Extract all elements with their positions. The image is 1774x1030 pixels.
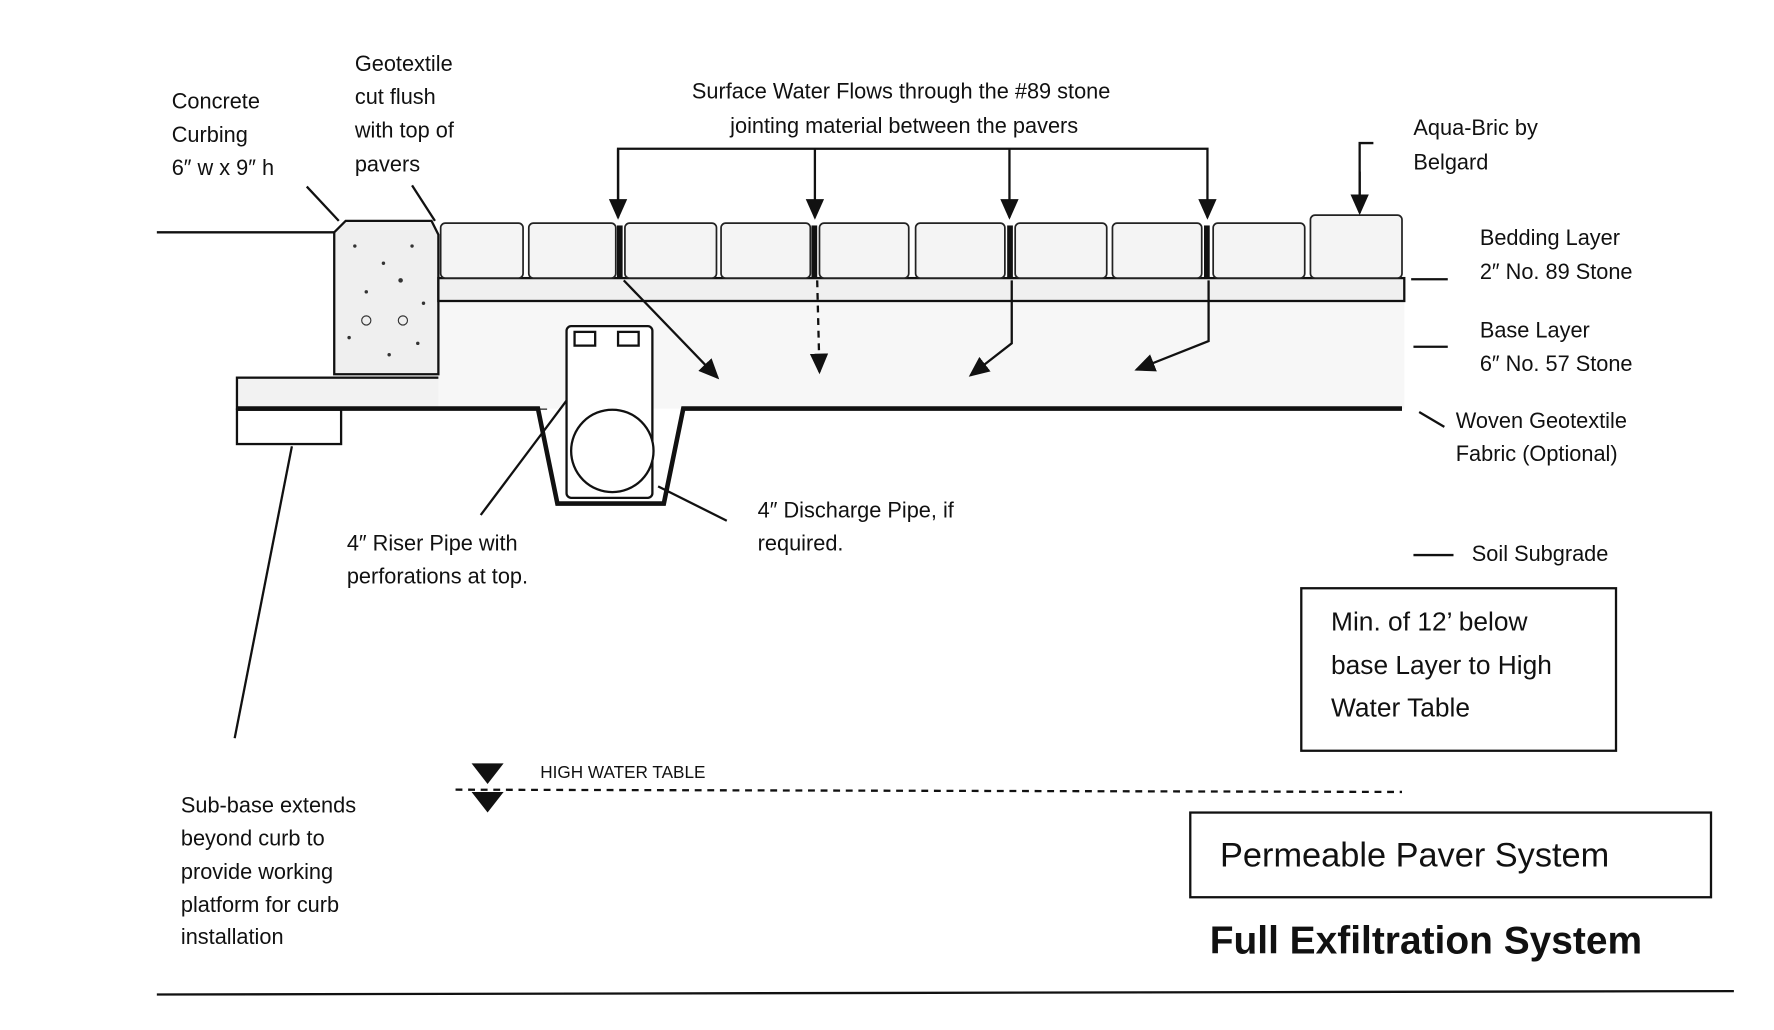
paver — [914, 222, 1006, 279]
min-depth-box — [1300, 587, 1618, 752]
paver — [818, 222, 910, 279]
paver — [1212, 222, 1306, 279]
aqua-bric-label: Aqua-Bric by Belgard — [1413, 115, 1543, 174]
paver — [624, 222, 718, 279]
paver — [720, 222, 812, 279]
high-water-table-line — [455, 788, 1403, 794]
riser-perforations — [573, 330, 640, 347]
curb-footing — [235, 408, 343, 446]
sub-base-label: Sub-base extends beyond curb to provide … — [181, 793, 362, 950]
subtitle: Full Exfiltration System — [1210, 919, 1642, 962]
paver — [1309, 214, 1403, 279]
leader-lines — [233, 184, 1454, 739]
paver — [527, 222, 617, 279]
bedding-layer — [437, 276, 1406, 303]
stone-joints — [616, 225, 1210, 279]
bedding-layer-label: Bedding Layer 2″ No. 89 Stone — [1480, 225, 1633, 284]
surface-water-label: Surface Water Flows through the #89 ston… — [692, 78, 1116, 137]
title: Permeable Paver System — [1220, 836, 1609, 874]
paver — [1111, 222, 1203, 279]
bottom-rule — [156, 989, 1734, 996]
min-depth-label: Min. of 12’ below base Layer to High Wat… — [1331, 607, 1559, 723]
base-layer-label: Base Layer 6″ No. 57 Stone — [1480, 318, 1633, 376]
high-water-table-label: HIGH WATER TABLE — [540, 762, 705, 782]
flow-arrows — [608, 141, 1374, 380]
discharge-pipe-label: 4″ Discharge Pipe, if required. — [758, 497, 960, 555]
woven-geotextile-line — [236, 406, 1402, 506]
pavers — [439, 214, 1403, 279]
soil-subgrade-label: Soil Subgrade — [1472, 541, 1609, 566]
paver — [439, 222, 524, 279]
concrete-curb — [333, 219, 440, 376]
discharge-pipe — [569, 408, 655, 494]
concrete-curbing-label: Concrete Curbing 6″ w x 9″ h — [172, 89, 274, 180]
riser-pipe-label: 4″ Riser Pipe with perforations at top. — [347, 530, 528, 588]
geotextile-flush-label: Geotextile cut flush with top of pavers — [354, 51, 460, 177]
curb-aggregate — [347, 244, 426, 357]
paver — [1014, 222, 1108, 279]
high-water-table-symbol — [471, 763, 504, 813]
woven-geotextile-label: Woven Geotextile Fabric (Optional) — [1456, 408, 1633, 466]
title-box — [1189, 811, 1713, 899]
